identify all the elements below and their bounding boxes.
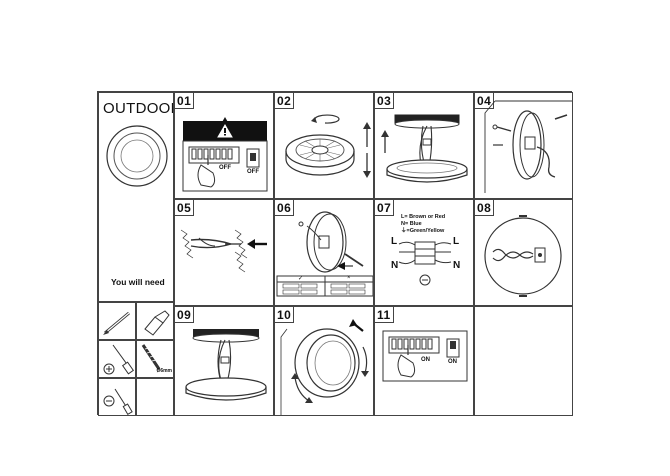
screwdriver-icon (103, 344, 135, 375)
step-number: 05 (177, 201, 192, 215)
incorrect-mark: × (347, 275, 351, 281)
step-07-panel: 07 L= Brown or Red N= Blue ⏚=Green/Yello… (374, 199, 474, 306)
wire-legend: L= Brown or Red N= Blue ⏚=Green/Yellow (401, 214, 445, 235)
mount-base-illustration (484, 100, 572, 193)
reconnect-cover-illustration (185, 329, 267, 401)
legend-earth: ⏚=Green/Yellow (401, 228, 445, 234)
power-on-illustration (382, 330, 468, 382)
empty-panel (474, 306, 573, 416)
switch-off-label: OFF (219, 165, 231, 171)
left-live-label: L (391, 236, 398, 247)
correct-mark: ✓ (298, 276, 304, 282)
power-off-illustration (182, 117, 268, 192)
attach-cover-illustration (280, 319, 369, 415)
step-number: 02 (277, 94, 292, 108)
tool-flat-screwdriver (98, 378, 136, 416)
step-number: 08 (477, 201, 492, 215)
step-03-panel: 03 (374, 92, 474, 199)
step-05-panel: 05 (174, 199, 274, 306)
panel-on-label: ON (448, 359, 457, 365)
you-will-need-label: You will need (111, 277, 165, 287)
step-11-panel: 11 ON ON (374, 306, 474, 416)
section-title: OUTDOOR (103, 100, 174, 117)
step-number: 01 (177, 94, 192, 108)
lamp-front-illustration (106, 125, 168, 187)
step-number: 10 (277, 308, 292, 322)
panel-off-label: OFF (247, 169, 259, 175)
step-09-panel: 09 (174, 306, 274, 416)
right-neutral-label: N (453, 260, 461, 271)
connect-terminal-illustration (276, 211, 373, 297)
step-02-panel: 02 (274, 92, 374, 199)
tool-pencil (98, 302, 136, 340)
drill-bit-icon (141, 344, 161, 370)
connected-base-illustration (484, 215, 562, 297)
flat-screwdriver-icon (103, 388, 133, 415)
strip-wires-illustration (180, 229, 267, 273)
pencil-icon (103, 311, 130, 335)
step-number: 07 (377, 201, 392, 215)
step-number: 09 (177, 308, 192, 322)
step-08-panel: 08 (474, 199, 573, 306)
outdoor-panel: OUTDOOR You will need (98, 92, 174, 302)
step-01-panel: 01 OFF OFF (174, 92, 274, 199)
remove-cover-illustration (285, 114, 371, 178)
step-number: 11 (377, 308, 391, 322)
step-04-panel: 04 (474, 92, 573, 199)
step-number: 04 (477, 94, 492, 108)
step-06-panel: 06 ✓ × (274, 199, 374, 306)
legend-live: L= Brown or Red (401, 214, 446, 220)
left-neutral-label: N (391, 260, 399, 271)
drill-size-label: Ø6mm (156, 368, 172, 374)
instruction-sheet: OUTDOOR You will need (97, 91, 573, 416)
step-10-panel: 10 (274, 306, 374, 416)
legend-neutral: N= Blue (401, 221, 422, 227)
step-number: 03 (377, 94, 392, 108)
disconnect-wires-illustration (381, 114, 468, 183)
wiring-diagram (398, 241, 452, 286)
step-number: 06 (277, 201, 292, 215)
right-live-label: L (453, 236, 460, 247)
wall-plug-icon (144, 310, 170, 336)
tool-screwdriver (98, 340, 136, 378)
switch-on-label: ON (421, 357, 430, 363)
tool-wall-plug (136, 302, 174, 340)
tool-empty (136, 378, 174, 416)
tool-drill-bit: Ø6mm (136, 340, 174, 378)
